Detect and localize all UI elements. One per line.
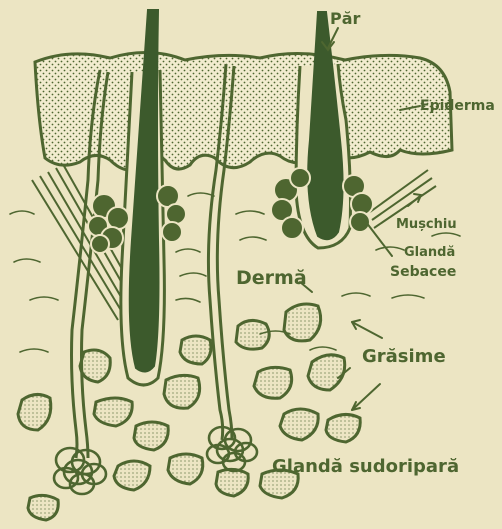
fat-cell (168, 454, 203, 484)
fiber (14, 259, 40, 262)
fat-cell (284, 304, 321, 341)
gland-lobule (107, 207, 129, 229)
left-sweat-gland-coil (54, 448, 106, 494)
hair-label: Păr (330, 9, 361, 28)
fiber (188, 193, 214, 196)
fiber (236, 211, 264, 214)
fiber (176, 249, 200, 252)
fiber (176, 298, 200, 302)
fat-pointer-3 (352, 384, 380, 410)
epidermis-layer (35, 52, 452, 170)
fiber (180, 273, 206, 276)
fiber (310, 347, 336, 350)
sweat-gland-label: Glandă sudoripară (272, 456, 459, 477)
muscle-label: Mușchiu (396, 217, 457, 232)
fiber (432, 233, 460, 236)
fat-cell (114, 461, 150, 490)
fat-cell (216, 469, 248, 496)
fiber (342, 293, 370, 296)
fiber (20, 349, 48, 352)
gland-lobule (91, 235, 109, 253)
fat-label: Grăsime (362, 346, 446, 367)
fat-cell (28, 495, 58, 520)
fat-cell (180, 336, 211, 364)
fiber (30, 297, 58, 300)
fat-cell (94, 398, 132, 426)
fiber (376, 247, 404, 250)
sebaceous-label-line2: Sebacee (390, 264, 456, 280)
dermis-label: Dermă (236, 267, 307, 289)
fat-cell (308, 355, 345, 390)
fat-cell (134, 422, 168, 450)
fat-pointer-1 (352, 322, 382, 338)
gland-lobule (281, 217, 303, 239)
gland-lobule (166, 204, 186, 224)
sebaceous-pointer (366, 222, 392, 256)
fat-cell (326, 414, 360, 442)
fat-cell (164, 375, 200, 408)
muscle-line (372, 178, 432, 220)
fat-cell (280, 409, 318, 440)
fiber (10, 211, 34, 214)
fat-cell (80, 350, 110, 382)
fat-cell (236, 320, 269, 349)
epidermis-label: Epiderma (420, 98, 495, 114)
muscle-line (370, 170, 428, 212)
fat-cell (254, 367, 292, 398)
fiber (392, 295, 424, 298)
fat-cell (18, 394, 51, 430)
right-hair-follicle (296, 12, 351, 248)
fiber (240, 237, 266, 240)
sebaceous-label-line1: Glandă (404, 245, 455, 260)
gland-lobule (162, 222, 182, 242)
epidermis-stipple (35, 52, 452, 170)
gland-lobule (290, 168, 310, 188)
